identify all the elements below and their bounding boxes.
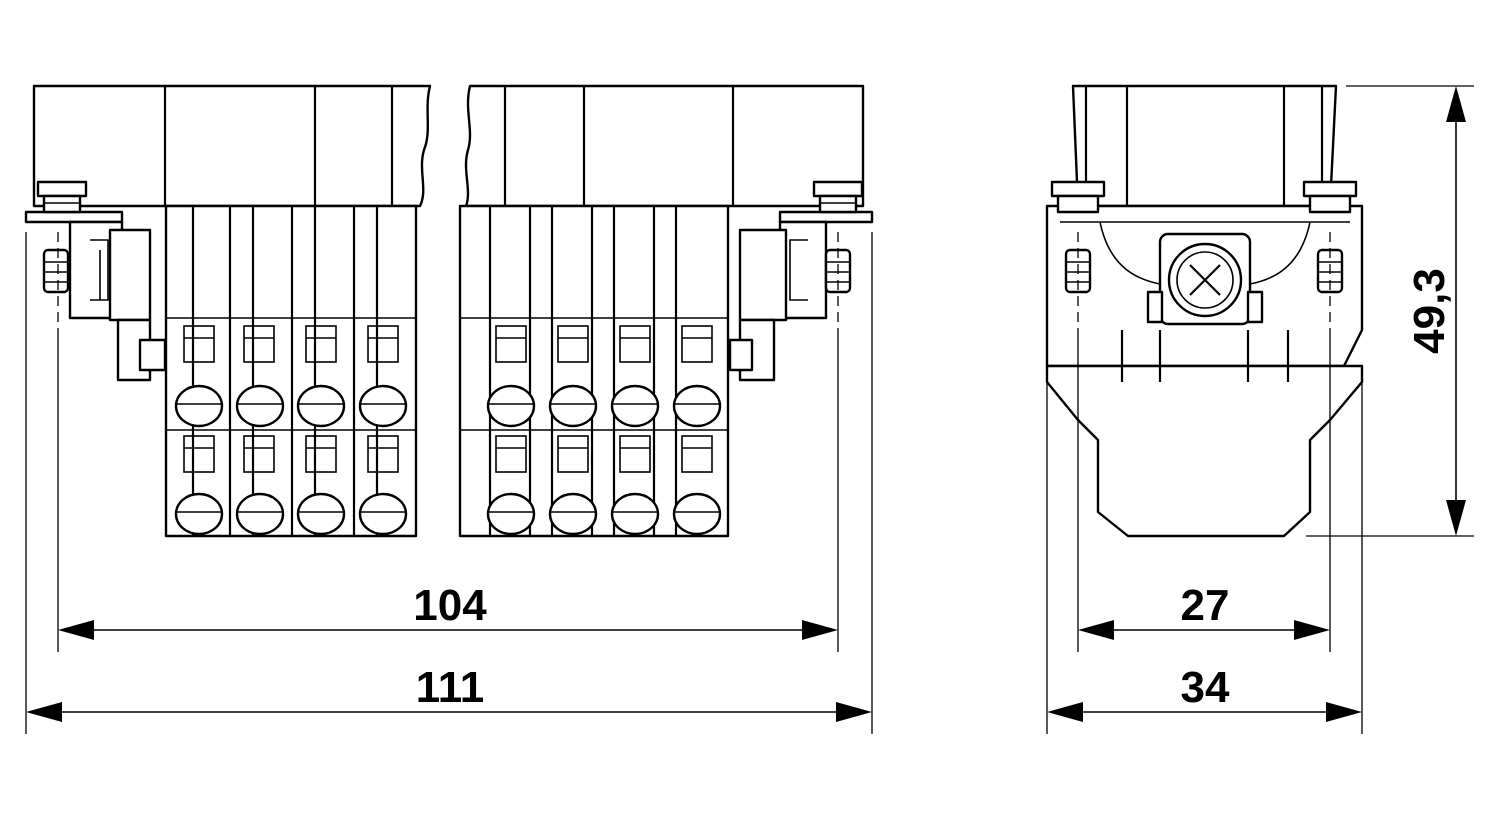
dimension-34-label: 34 [1181,663,1230,712]
flange-right [728,180,874,382]
side-housing-top [1071,84,1338,208]
dimension-111: 111 [26,663,872,722]
dimension-104: 104 [58,581,838,640]
terminal-windows [183,325,713,473]
cross-screw-icon [1146,232,1264,326]
dimension-34: 34 [1047,663,1362,722]
dimension-27: 27 [1078,581,1330,640]
screw-heads [174,384,722,536]
dimension-49-3: 49,3 [1405,86,1466,536]
dimension-27-label: 27 [1181,581,1230,630]
dimension-104-label: 104 [413,581,487,630]
side-view [1045,84,1474,734]
front-view [24,84,874,734]
flange-left [24,180,167,382]
front-housing-right [464,84,865,208]
front-housing-left [32,84,432,208]
side-lower-body [1045,364,1364,538]
dimension-111-label: 111 [416,663,485,712]
dimension-49-3-label: 49,3 [1405,268,1454,354]
insert-left [164,204,418,538]
insert-right [458,204,730,538]
